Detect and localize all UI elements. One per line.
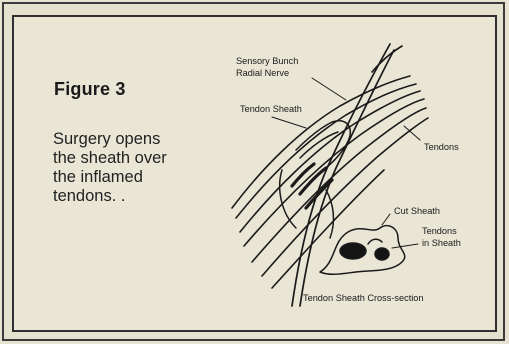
label-tendon-sheath: Tendon Sheath: [240, 104, 302, 114]
cross-section-illustration: [320, 226, 405, 275]
label-cross-section: Tendon Sheath Cross-section: [303, 293, 424, 303]
label-sensory-bunch: Sensory Bunch: [236, 56, 298, 66]
label-tendons-in-sheath: Tendons: [422, 226, 457, 236]
label-cut-sheath: Cut Sheath: [394, 206, 440, 216]
label-tendons: Tendons: [424, 142, 459, 152]
label-in-sheath: in Sheath: [422, 238, 461, 248]
label-radial-nerve: Radial Nerve: [236, 68, 289, 78]
